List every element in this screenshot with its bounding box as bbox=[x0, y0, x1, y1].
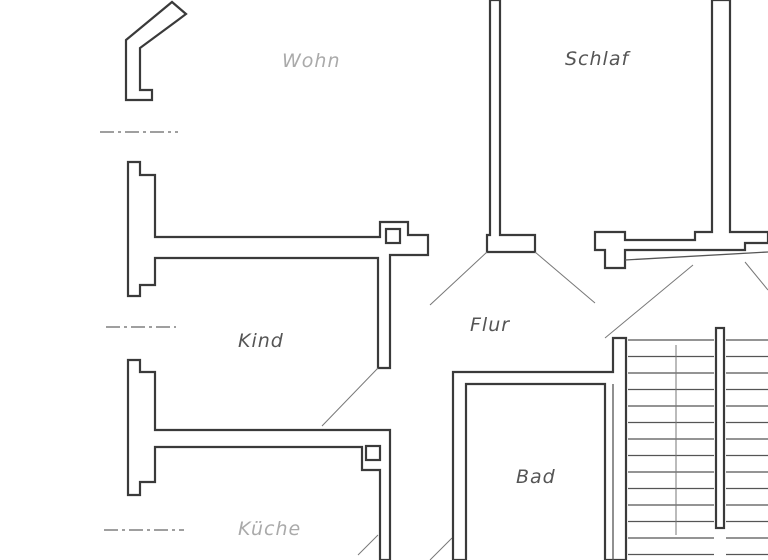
wall-child-bottom bbox=[126, 358, 392, 560]
wall-line bbox=[624, 251, 768, 261]
room-label-kitchen: Küche bbox=[238, 518, 302, 540]
wall-bath bbox=[451, 336, 628, 560]
door-swing bbox=[604, 264, 694, 339]
column bbox=[384, 227, 402, 245]
room-label-bath: Bad bbox=[516, 466, 556, 488]
door-swing bbox=[534, 251, 596, 304]
wall-living-exterior bbox=[124, 0, 188, 102]
column bbox=[364, 444, 382, 462]
staircase bbox=[628, 339, 768, 556]
room-label-child: Kind bbox=[238, 330, 284, 352]
door-swing bbox=[429, 251, 488, 306]
stair-handrail bbox=[714, 326, 726, 530]
door-swing bbox=[744, 261, 768, 291]
wall-child-top bbox=[126, 160, 430, 370]
room-label-hall: Flur bbox=[470, 314, 511, 336]
door-swing bbox=[429, 537, 453, 560]
door-swing bbox=[357, 534, 379, 556]
wall-bedroom-left bbox=[485, 0, 537, 254]
room-label-living: Wohn bbox=[282, 50, 341, 72]
room-label-bedroom: Schlaf bbox=[565, 48, 630, 70]
wall-bedroom-right bbox=[593, 0, 768, 270]
door-swing bbox=[321, 367, 379, 427]
